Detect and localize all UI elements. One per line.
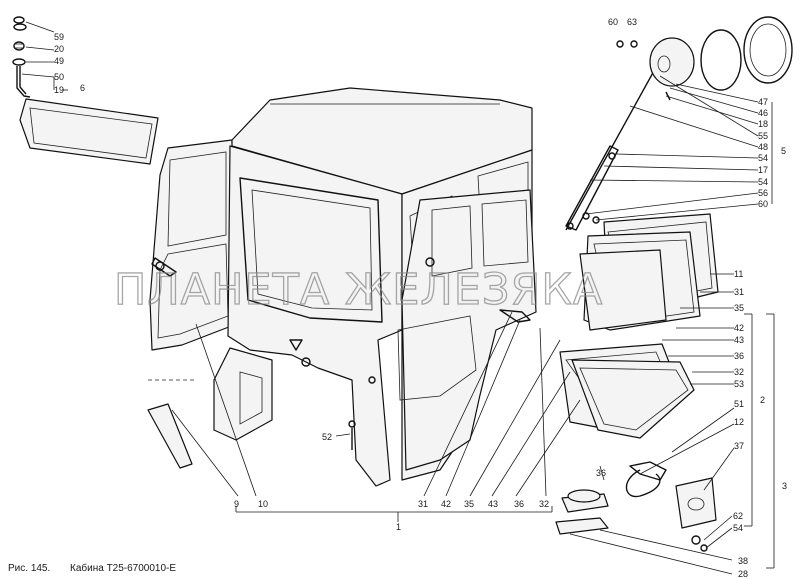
callout-43-bottom: 43: [488, 499, 498, 509]
callout-32-right: 32: [734, 367, 744, 377]
callout-28: 28: [738, 569, 748, 579]
callout-62: 62: [733, 511, 743, 521]
callout-35-bottom: 35: [464, 499, 474, 509]
callout-42-right: 42: [734, 323, 744, 333]
window-frames: [559, 213, 719, 439]
callout-2: 2: [760, 395, 765, 405]
callout-31-bottom: 31: [418, 499, 428, 509]
callout-17: 17: [758, 165, 768, 175]
callout-9: 9: [234, 499, 239, 509]
callout-38: 38: [738, 556, 748, 566]
callout-46: 46: [758, 108, 768, 118]
watermark: ПЛАНЕТА ЖЕЛЕЗЯКА: [114, 265, 603, 315]
loose-parts: [147, 152, 616, 469]
callout-42-bottom: 42: [441, 499, 451, 509]
callout-60-right: 60: [758, 199, 768, 209]
callout-51: 51: [734, 399, 744, 409]
callout-49: 49: [54, 56, 64, 66]
callout-36-bottom: 36: [514, 499, 524, 509]
mirror-assembly: [616, 16, 793, 101]
callout-54-a: 54: [758, 153, 768, 163]
callout-47: 47: [758, 97, 768, 107]
callout-1: 1: [396, 522, 401, 532]
callout-31-right: 31: [734, 287, 744, 297]
callout-35-right: 35: [734, 303, 744, 313]
callout-11: 11: [734, 269, 743, 279]
callout-54-b: 54: [758, 177, 768, 187]
callout-6: 6: [80, 83, 85, 93]
callout-52: 52: [322, 432, 332, 442]
callout-32-bottom: 32: [539, 499, 549, 509]
callout-12: 12: [734, 417, 744, 427]
callout-36-small: 36: [596, 468, 606, 478]
callout-5: 5: [781, 146, 786, 156]
callout-56: 56: [758, 188, 768, 198]
door-strut: [565, 55, 667, 231]
callout-60-top: 60: [608, 17, 618, 27]
callout-37: 37: [734, 441, 744, 451]
callout-59: 59: [54, 32, 64, 42]
sun-visor-assembly: [12, 16, 159, 165]
callout-43-right: 43: [734, 335, 744, 345]
callout-53: 53: [734, 379, 744, 389]
callout-54-c: 54: [733, 523, 743, 533]
callout-19: 19: [54, 85, 64, 95]
callout-36-right: 36: [734, 351, 744, 361]
callout-3: 3: [782, 481, 787, 491]
callout-63: 63: [627, 17, 637, 27]
left-door: [148, 139, 235, 381]
figure-number: Рис. 145.: [8, 563, 50, 574]
right-door: [397, 189, 537, 471]
leader-lines: [21, 21, 775, 575]
lock-mechanism: [555, 461, 717, 552]
callout-10: 10: [258, 499, 268, 509]
callout-labels: 59 20 49 50 19 6 60 63 47 46 18 55 48 54…: [54, 17, 787, 579]
callout-20: 20: [54, 44, 64, 54]
callout-55: 55: [758, 131, 768, 141]
figure-caption: Рис. 145. Кабина Т25-6700010-Е: [8, 562, 176, 574]
figure-title: Кабина Т25-6700010-Е: [70, 562, 176, 574]
callout-18: 18: [758, 119, 768, 129]
callout-50: 50: [54, 72, 64, 82]
parts-drawing: [12, 16, 793, 552]
callout-48: 48: [758, 142, 768, 152]
